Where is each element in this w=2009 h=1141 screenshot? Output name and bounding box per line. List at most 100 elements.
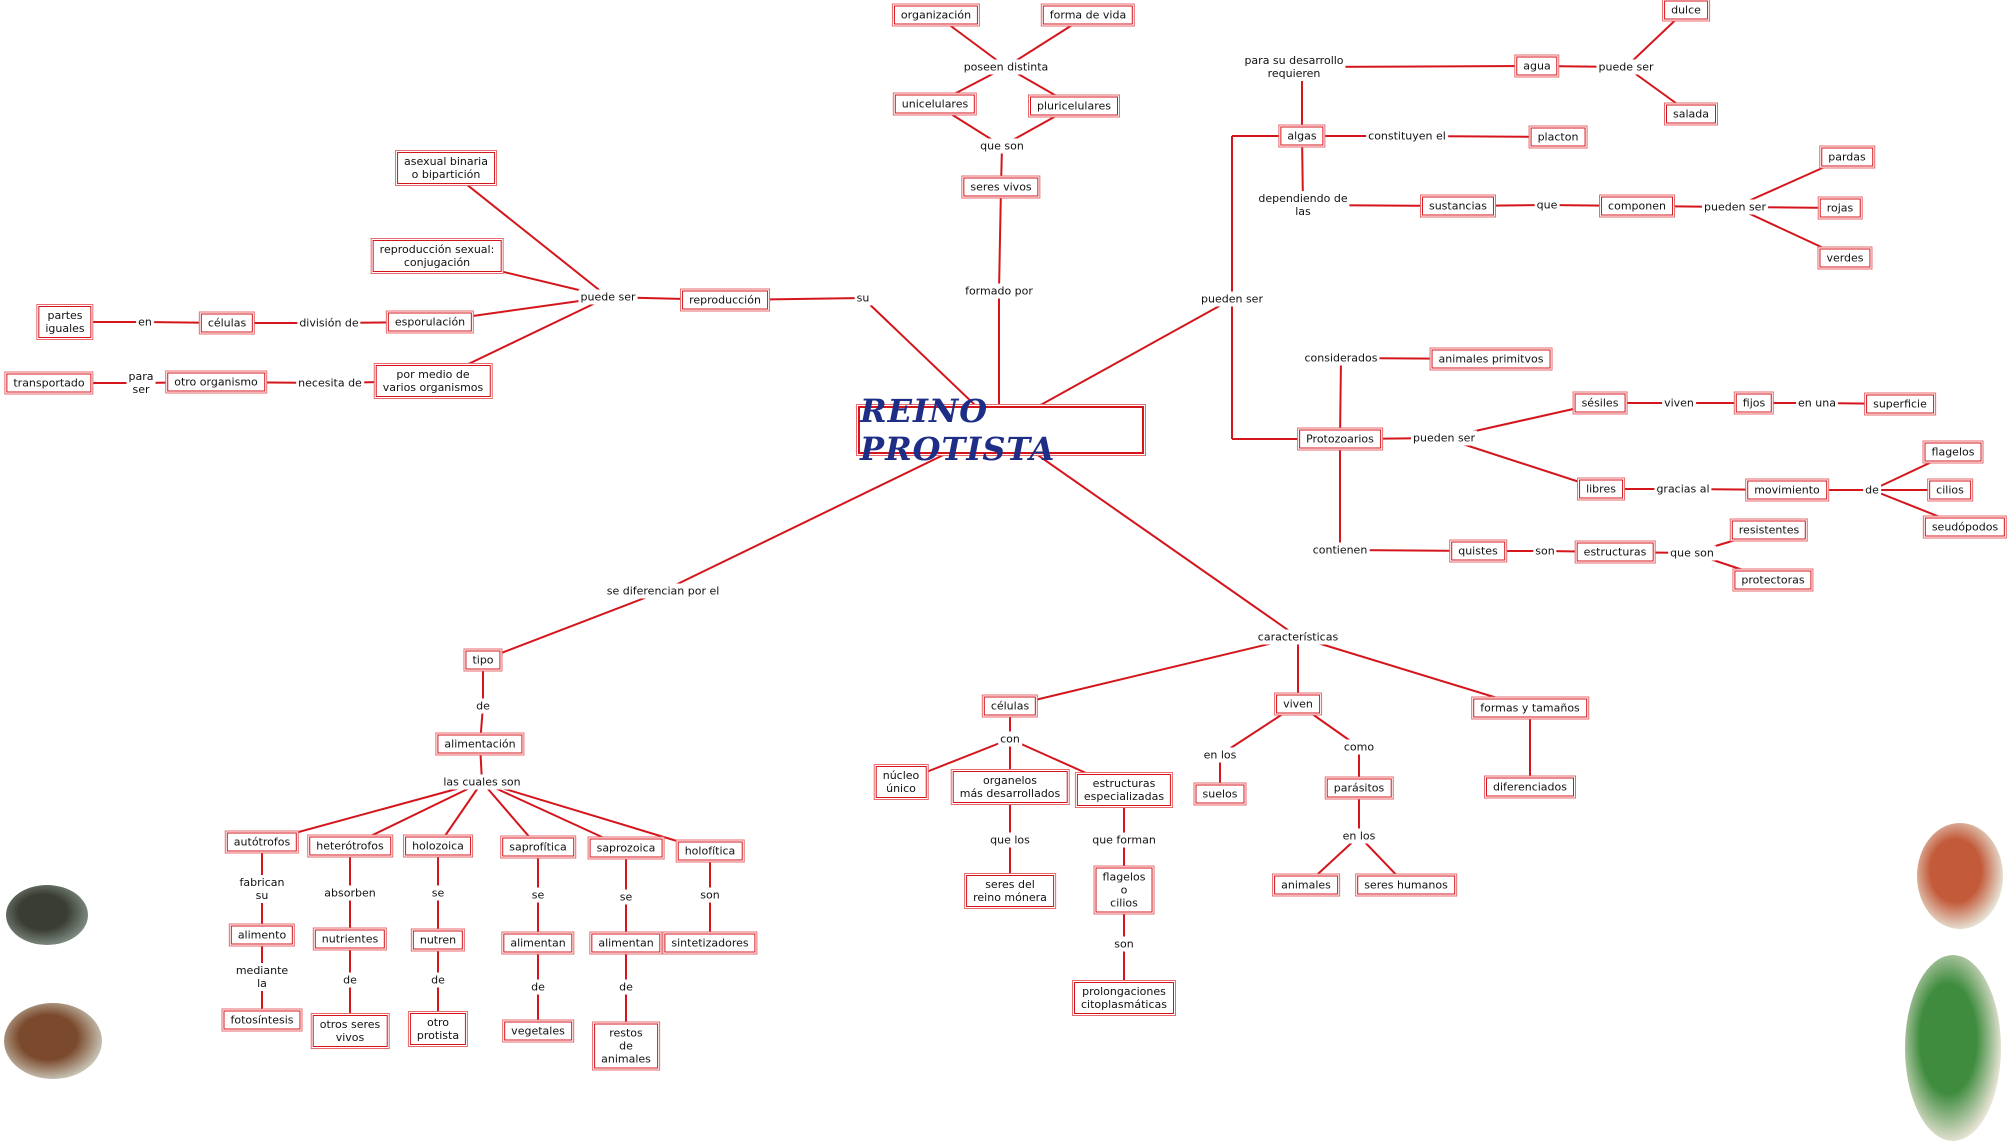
concept-box: cilios bbox=[1929, 480, 1971, 500]
concept-box: dulce bbox=[1664, 0, 1708, 20]
concept-box: estructuras especializadas bbox=[1076, 774, 1172, 806]
concept-box: verdes bbox=[1819, 248, 1871, 268]
connector-line bbox=[261, 781, 483, 843]
concept-box: fijos bbox=[1735, 393, 1773, 413]
connector-line bbox=[1625, 9, 1687, 68]
concept-box: otros seres vivos bbox=[312, 1015, 388, 1047]
concept-box: algas bbox=[1280, 126, 1324, 146]
concept-box: forma de vida bbox=[1042, 5, 1134, 25]
link-label: pueden ser bbox=[1199, 291, 1265, 307]
concept-box: agua bbox=[1516, 56, 1558, 76]
concept-box: tipo bbox=[465, 650, 501, 670]
link-label: dependiendo de las bbox=[1256, 191, 1350, 219]
concept-box: sintetizadores bbox=[664, 933, 756, 953]
connector-line bbox=[1297, 636, 1531, 709]
concept-box: holozoica bbox=[405, 836, 471, 856]
concept-box: sésiles bbox=[1574, 393, 1626, 413]
protist-photo-diatoms-icon bbox=[6, 885, 88, 945]
concept-box: pluricelulares bbox=[1029, 96, 1119, 116]
concept-box: viven bbox=[1276, 694, 1320, 714]
concept-box: organización bbox=[893, 5, 979, 25]
link-label: se bbox=[617, 889, 635, 905]
link-label: en los bbox=[1201, 747, 1239, 763]
protist-photo-filament-icon bbox=[4, 1003, 102, 1079]
link-label: de bbox=[474, 698, 492, 714]
link-label: como bbox=[1341, 739, 1377, 755]
concept-box: autótrofos bbox=[226, 832, 298, 852]
concept-box: prolongaciones citoplasmáticas bbox=[1073, 982, 1175, 1014]
link-label: que bbox=[1534, 197, 1560, 213]
concept-box: alimento bbox=[230, 925, 294, 945]
concept-box: transportado bbox=[6, 373, 92, 393]
concept-box: células bbox=[983, 696, 1037, 716]
concept-box: movimiento bbox=[1747, 480, 1827, 500]
connector-line bbox=[662, 427, 1000, 592]
connector-line bbox=[1339, 357, 1342, 440]
concept-box: esporulación bbox=[387, 312, 473, 332]
concept-box: salada bbox=[1666, 104, 1716, 124]
connector-line bbox=[481, 781, 627, 849]
concept-box: rojas bbox=[1819, 198, 1861, 218]
concept-box: núcleo único bbox=[875, 766, 927, 798]
connector-line bbox=[481, 781, 539, 848]
concept-box: alimentan bbox=[503, 933, 573, 953]
concept-box: parásitos bbox=[1326, 778, 1392, 798]
link-label: pueden ser bbox=[1411, 430, 1477, 446]
concept-box: animales bbox=[1274, 875, 1338, 895]
concept-box: animales primitvos bbox=[1431, 349, 1551, 369]
concept-box: seres del reino mónera bbox=[966, 875, 1054, 907]
link-label: formado por bbox=[963, 283, 1035, 299]
concept-box: estructuras bbox=[1576, 542, 1654, 562]
link-label: se bbox=[529, 887, 547, 903]
link-label: gracias al bbox=[1654, 481, 1712, 497]
concept-box: pardas bbox=[1821, 147, 1873, 167]
link-label: puede ser bbox=[578, 289, 638, 305]
concept-box: suelos bbox=[1195, 784, 1245, 804]
concept-box: flagelos o cilios bbox=[1095, 867, 1153, 913]
link-label: se diferencian por el bbox=[604, 583, 722, 599]
link-label: que los bbox=[988, 832, 1032, 848]
link-label: en bbox=[136, 314, 154, 330]
concept-box: libres bbox=[1579, 479, 1623, 499]
concept-box: componen bbox=[1601, 196, 1673, 216]
link-label: que forman bbox=[1090, 832, 1158, 848]
concept-box: otro protista bbox=[409, 1013, 467, 1045]
link-label: de bbox=[617, 979, 635, 995]
link-label: son bbox=[1112, 936, 1136, 952]
link-label: son bbox=[698, 887, 722, 903]
link-label: considerados bbox=[1302, 350, 1380, 366]
protist-photo-euglena-icon bbox=[1917, 823, 2003, 929]
link-label: en los bbox=[1340, 828, 1378, 844]
concept-box: asexual binaria o bipartición bbox=[397, 152, 495, 184]
link-label: absorben bbox=[322, 885, 378, 901]
connector-line bbox=[481, 781, 711, 852]
connector-line bbox=[998, 186, 1002, 292]
link-label: en una bbox=[1796, 395, 1838, 411]
concept-box: protectoras bbox=[1734, 570, 1812, 590]
connector-line bbox=[349, 781, 483, 847]
link-label: con bbox=[998, 731, 1022, 747]
link-label: se bbox=[429, 885, 447, 901]
link-label: contienen bbox=[1310, 542, 1370, 558]
concept-box: diferenciados bbox=[1486, 777, 1574, 797]
concept-box: heterótrofos bbox=[309, 836, 391, 856]
concept-box: quistes bbox=[1451, 541, 1505, 561]
concept-box: formas y tamaños bbox=[1473, 698, 1587, 718]
link-label: que son bbox=[978, 138, 1026, 154]
concept-box: Protozoarios bbox=[1299, 429, 1381, 449]
concept-box: superficie bbox=[1866, 394, 1934, 414]
protist-photo-paramecium-icon bbox=[1905, 955, 2001, 1141]
link-label: poseen distinta bbox=[961, 59, 1051, 75]
concept-box: alimentan bbox=[591, 933, 661, 953]
concept-box: vegetales bbox=[504, 1021, 572, 1041]
concept-box: nutren bbox=[412, 930, 464, 950]
concept-box: alimentación bbox=[437, 734, 523, 754]
link-label: de bbox=[429, 972, 447, 988]
link-label: viven bbox=[1662, 395, 1696, 411]
concept-box: holofítica bbox=[677, 841, 743, 861]
concept-box: seres humanos bbox=[1357, 875, 1455, 895]
connector-line bbox=[482, 590, 664, 661]
link-label: son bbox=[1533, 543, 1557, 559]
